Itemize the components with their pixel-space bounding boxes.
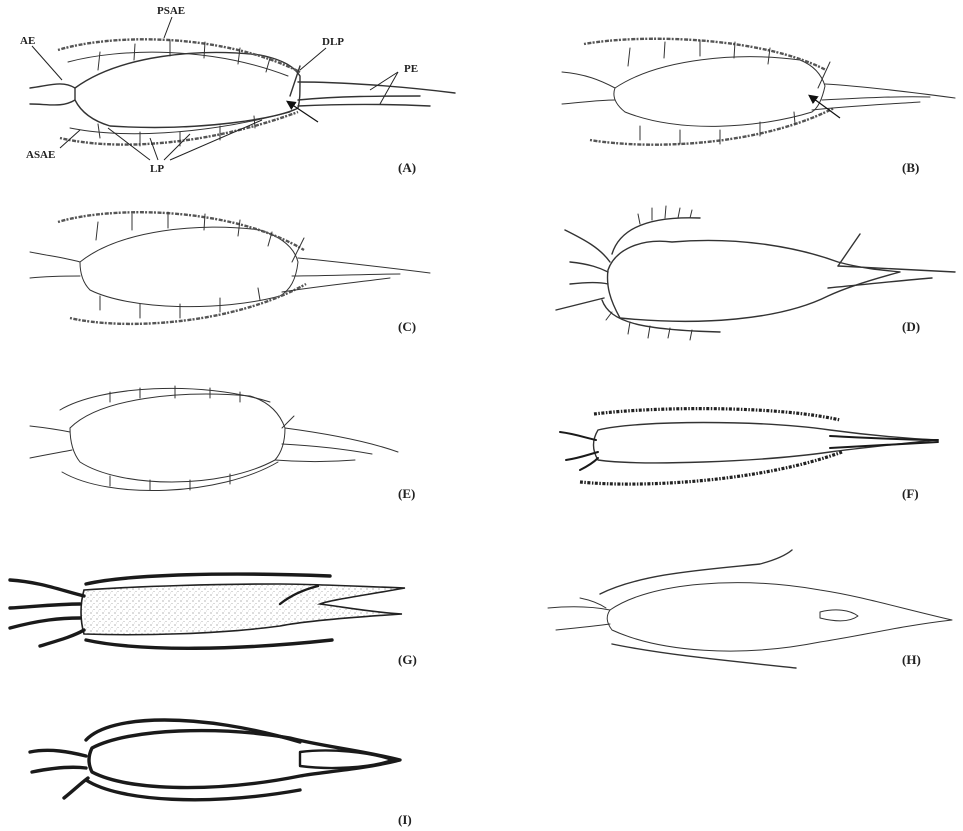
panel-h-posterior-loop	[820, 610, 858, 621]
annotation-dlp: DLP	[322, 36, 344, 48]
panel-i-anterior-extensions	[30, 750, 88, 798]
panel-g-body-fill	[81, 584, 405, 635]
panel-d-body-outline	[608, 240, 901, 321]
panel-f-lower-lace	[580, 452, 842, 484]
panel-label-d: (D)	[902, 319, 920, 334]
panel-e-lower-shell	[62, 462, 278, 491]
panel-c-anterior-extensions	[30, 252, 80, 278]
panel-b: (B)	[562, 39, 955, 175]
annotation-ae: AE	[20, 35, 35, 47]
panel-d-anterior-extensions	[556, 230, 610, 310]
annotation-lp: LP	[150, 163, 164, 175]
panel-i: (I)	[30, 720, 412, 827]
panel-h: (H)	[548, 550, 952, 668]
panel-d-upper-spines	[638, 206, 692, 224]
panel-b-body-outline	[614, 57, 825, 127]
annotation-psae: PSAE	[157, 5, 185, 17]
panel-f: (F)	[560, 409, 938, 501]
panel-e-dlp-spine	[282, 416, 294, 428]
panel-label-f: (F)	[902, 486, 919, 501]
panel-h-upper-process	[600, 550, 792, 594]
annotation-pe: PE	[404, 63, 418, 75]
panel-g-anterior-extensions	[10, 580, 84, 646]
panel-b-lateral-processes	[628, 40, 795, 144]
panel-a-lower-inner	[70, 112, 290, 134]
panel-c-lower-lace	[70, 284, 306, 324]
panel-e-body-outline	[70, 394, 285, 482]
panel-h-body-outline	[607, 583, 952, 651]
panel-a-body-outline	[75, 53, 300, 128]
panel-label-c: (C)	[398, 319, 416, 334]
panel-c-upper-lace	[58, 212, 304, 250]
panel-h-anterior-extensions	[548, 598, 610, 630]
panel-c-body-outline	[80, 227, 298, 307]
panel-e-anterior-extensions	[30, 426, 72, 458]
panel-label-b: (B)	[902, 160, 919, 175]
panel-e: (E)	[30, 386, 415, 501]
panel-i-body-outline	[89, 731, 400, 788]
panel-b-posterior-extensions	[812, 84, 955, 110]
panel-d-posterior-extensions	[828, 266, 955, 288]
panel-f-body-outline	[594, 423, 936, 463]
panel-a: PSAE AE DLP PE ASAE LP (A)	[20, 5, 455, 175]
panel-g-upper-process	[86, 574, 330, 584]
panel-b-upper-lace	[584, 39, 826, 70]
annotation-asae: ASAE	[26, 149, 55, 161]
panel-d-dlp-spine	[838, 234, 860, 266]
panel-d-upper-process	[612, 218, 700, 254]
panel-f-upper-lace	[594, 409, 840, 420]
panel-label-i: (I)	[398, 812, 412, 827]
panel-a-lower-lace	[60, 112, 298, 145]
panel-label-e: (E)	[398, 486, 415, 501]
panel-g-lower-process	[86, 640, 332, 648]
panel-a-anterior-extensions	[30, 84, 75, 105]
panel-d: (D)	[556, 206, 955, 340]
panel-e-upper-shell	[60, 388, 270, 410]
panel-e-posterior-extensions	[275, 428, 398, 462]
panel-c: (C)	[30, 212, 430, 334]
panel-a-lateral-processes	[98, 40, 270, 146]
panel-label-h: (H)	[902, 652, 921, 667]
panel-label-a: (A)	[398, 160, 416, 175]
panel-g: (G)	[10, 574, 417, 667]
panel-b-anterior-extensions	[562, 72, 615, 104]
panel-h-lower-process	[612, 644, 796, 668]
panel-label-g: (G)	[398, 652, 417, 667]
panel-f-anterior-extensions	[560, 432, 598, 470]
panel-c-posterior-extensions	[282, 258, 430, 292]
